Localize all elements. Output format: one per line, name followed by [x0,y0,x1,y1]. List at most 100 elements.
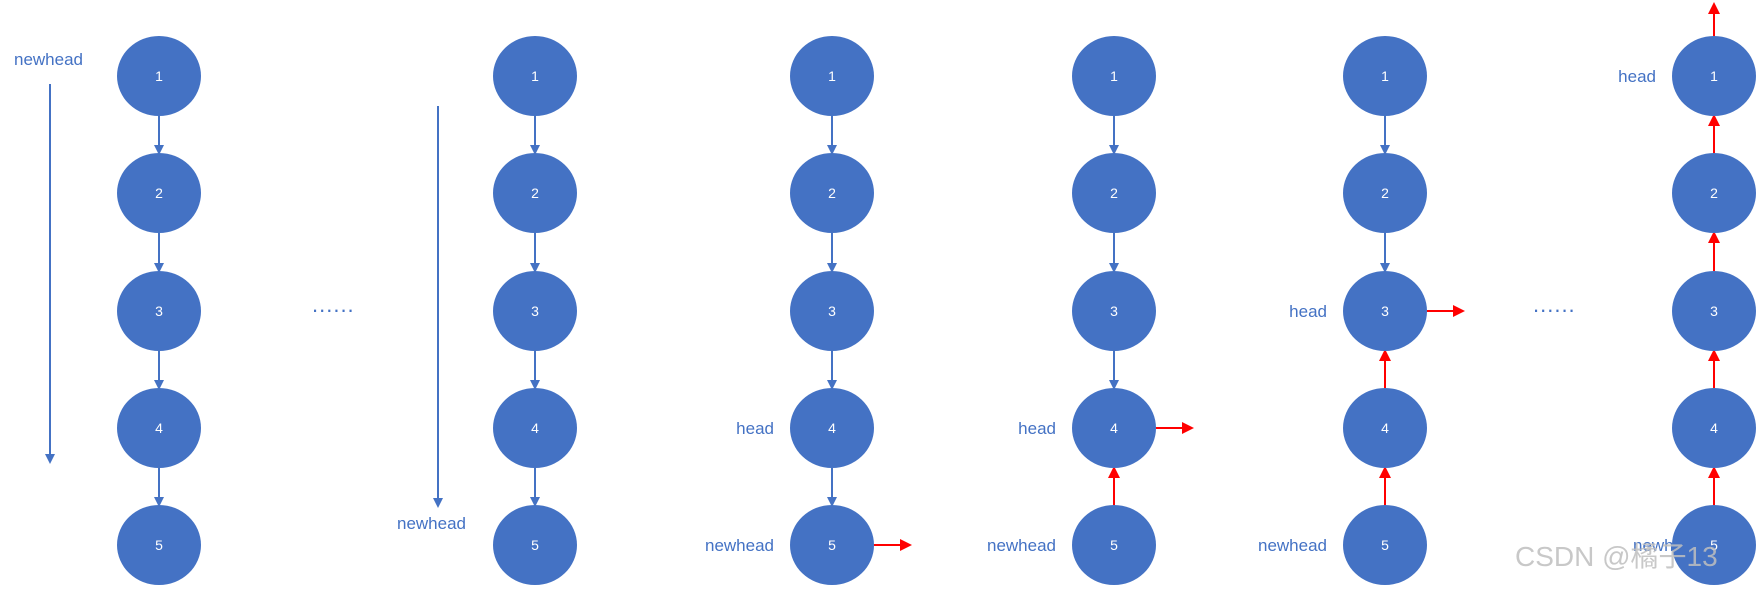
node-circle [790,36,874,116]
node-p2-4: 4 [493,388,577,468]
node-p6-3: 3 [1672,271,1756,351]
node-value: 3 [1381,303,1389,319]
node-circle [790,505,874,585]
node-value: 4 [531,420,539,436]
node-circle [1672,271,1756,351]
node-value: 1 [1381,68,1389,84]
node-circle [1072,505,1156,585]
node-value: 4 [1710,420,1718,436]
node-p4-3: 3 [1072,271,1156,351]
node-circle [493,271,577,351]
node-circle [1672,36,1756,116]
node-p2-5: 5 [493,505,577,585]
node-value: 5 [1710,537,1718,553]
node-value: 3 [531,303,539,319]
node-value: 4 [1110,420,1118,436]
pointer-label-newhead: newhead [1633,536,1702,555]
node-circle [1672,153,1756,233]
node-value: 1 [1110,68,1118,84]
labels-layer: newhead newhead head newhead head newhead head… [14,50,1702,555]
node-value: 5 [531,537,539,553]
ellipsis-right: ...... [1533,292,1576,317]
node-value: 2 [155,185,163,201]
node-circle [790,153,874,233]
pointer-label-newhead: newhead [1258,536,1327,555]
pointer-label-head: head [1018,419,1056,438]
node-value: 1 [1710,68,1718,84]
node-circle [1343,505,1427,585]
node-circle [1072,36,1156,116]
node-p2-1: 1 [493,36,577,116]
node-p3-1: 1 [790,36,874,116]
pointer-label-head: head [736,419,774,438]
pointer-label-head: head [1618,67,1656,86]
node-value: 5 [1381,537,1389,553]
pointer-label-newhead: newhead [987,536,1056,555]
node-p4-2: 2 [1072,153,1156,233]
node-value: 4 [155,420,163,436]
pointer-label-newhead: newhead [705,536,774,555]
pointer-label-newhead: newhead [14,50,83,69]
node-value: 5 [155,537,163,553]
node-circle [790,271,874,351]
node-value: 3 [828,303,836,319]
node-p5-3: 3 [1343,271,1427,351]
node-p6-2: 2 [1672,153,1756,233]
node-circle [493,36,577,116]
node-p4-1: 1 [1072,36,1156,116]
node-p1-4: 4 [117,388,201,468]
node-circle [117,505,201,585]
node-circle [1072,388,1156,468]
node-p4-5: 5 [1072,505,1156,585]
node-circle [117,388,201,468]
node-circle [1343,36,1427,116]
node-value: 3 [155,303,163,319]
node-value: 2 [1710,185,1718,201]
node-circle [1343,153,1427,233]
node-value: 5 [828,537,836,553]
node-value: 2 [531,185,539,201]
node-value: 2 [1110,185,1118,201]
node-value: 4 [1381,420,1389,436]
node-value: 1 [828,68,836,84]
node-p5-1: 1 [1343,36,1427,116]
node-value: 2 [828,185,836,201]
pointer-label-head: head [1289,302,1327,321]
node-value: 3 [1110,303,1118,319]
node-circle [1343,271,1427,351]
node-p6-4: 4 [1672,388,1756,468]
node-p6-5: 5 [1672,505,1756,585]
node-value: 5 [1110,537,1118,553]
node-value: 1 [531,68,539,84]
node-circle [117,153,201,233]
node-circle [493,505,577,585]
links-layer [45,2,1720,551]
node-p2-3: 3 [493,271,577,351]
node-p3-4: 4 [790,388,874,468]
node-p3-3: 3 [790,271,874,351]
node-p5-5: 5 [1343,505,1427,585]
node-p3-2: 2 [790,153,874,233]
node-circle [1072,153,1156,233]
node-circle [117,36,201,116]
node-p1-2: 2 [117,153,201,233]
node-p1-5: 5 [117,505,201,585]
node-circle [1672,388,1756,468]
node-p4-4: 4 [1072,388,1156,468]
node-circle [1343,388,1427,468]
node-p2-2: 2 [493,153,577,233]
node-p3-5: 5 [790,505,874,585]
node-circle [1672,505,1756,585]
node-circle [117,271,201,351]
node-p1-1: 1 [117,36,201,116]
node-p5-4: 4 [1343,388,1427,468]
node-circle [493,388,577,468]
node-p1-3: 3 [117,271,201,351]
node-value: 1 [155,68,163,84]
node-p6-1: 1 [1672,36,1756,116]
node-circle [790,388,874,468]
node-value: 4 [828,420,836,436]
pointer-label-newhead: newhead [397,514,466,533]
